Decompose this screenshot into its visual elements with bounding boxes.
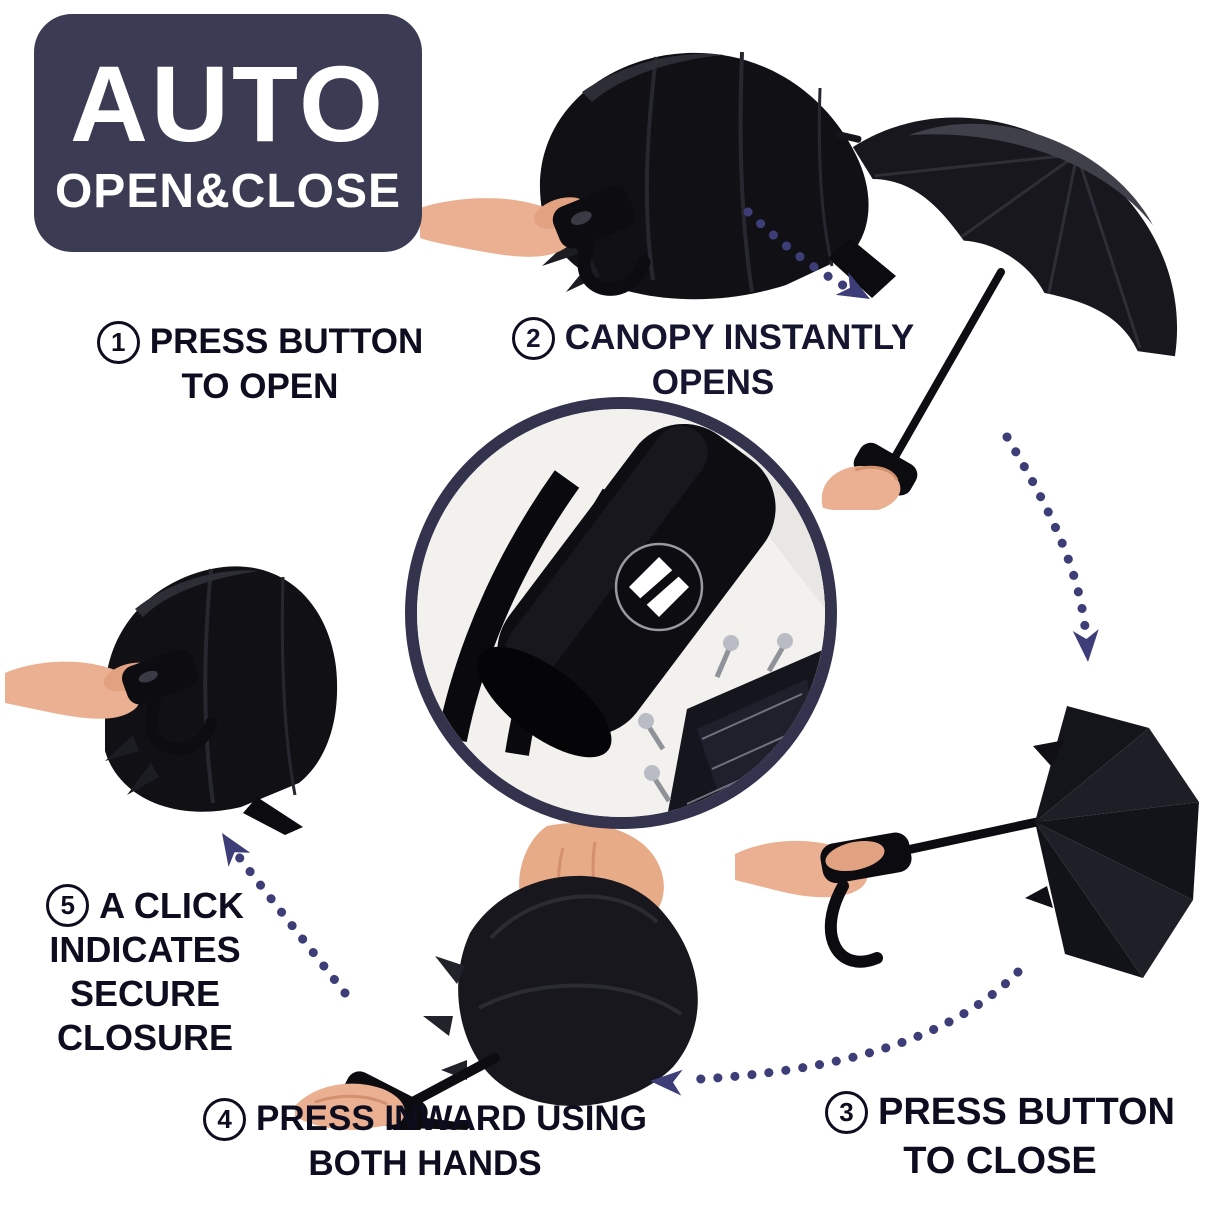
- badge-title: AUTO: [69, 43, 386, 164]
- step-2-label: 2 CANOPY INSTANTLY OPENS: [498, 316, 928, 406]
- step-1-label: 1 PRESS BUTTON TO OPEN: [55, 320, 465, 410]
- step-4-label: 4 PRESS INWARD USING BOTH HANDS: [180, 1097, 670, 1187]
- step-5-line-1: A CLICK: [99, 885, 244, 926]
- umbrella-shaft: [902, 817, 1042, 855]
- step-4-line-1: PRESS INWARD USING: [256, 1099, 647, 1138]
- step-5-number-badge: 5: [46, 884, 90, 928]
- step-3-number-badge: 3: [824, 1090, 868, 1134]
- photo-folded-umbrella-hand-top: [420, 0, 940, 300]
- step-3-line-1: PRESS BUTTON: [877, 1091, 1175, 1133]
- wrist-strap: [824, 880, 883, 968]
- step-4-number-badge: 4: [203, 1097, 247, 1141]
- step-5-line-4: CLOSURE: [56, 1016, 233, 1058]
- step-2-line-2: OPENS: [651, 362, 775, 402]
- photo-press-inward-two-hands: [295, 818, 727, 1137]
- umbrella-canopy: [1035, 706, 1149, 822]
- step-5-line-2: INDICATES: [49, 928, 241, 970]
- step-3-label: 3 PRESS BUTTON TO CLOSE: [795, 1088, 1205, 1185]
- umbrella-shaft: [402, 1053, 500, 1110]
- handle-closeup-illustration: [417, 409, 825, 817]
- step-2-number-badge: 2: [511, 316, 555, 360]
- umbrella-canopy: [852, 117, 1177, 357]
- photo-folded-umbrella-hand-left: [5, 505, 340, 835]
- wrist-strap: [145, 697, 217, 755]
- step-1-line-1: PRESS BUTTON: [149, 322, 424, 361]
- half-closed-umbrella-illustration: [295, 823, 698, 1137]
- step-1-number-badge: 1: [96, 320, 140, 364]
- open-close-button-icon: [629, 557, 689, 617]
- hand: [821, 465, 901, 514]
- step-1-line-2: TO OPEN: [181, 366, 339, 406]
- handle-button-closeup-circle: [405, 397, 837, 829]
- umbrella-canopy: [458, 875, 698, 1106]
- photo-open-umbrella: [815, 40, 1214, 514]
- wrist-strap: [437, 470, 580, 742]
- auto-open-close-badge: AUTO OPEN&CLOSE: [34, 14, 422, 252]
- open-umbrella-illustration: [821, 117, 1177, 514]
- inverted-umbrella-illustration: [735, 706, 1199, 978]
- hand-bottom: [295, 1083, 405, 1130]
- step-5-line-3: SECURE: [69, 972, 221, 1014]
- step-2-line-1: CANOPY INSTANTLY: [564, 318, 915, 357]
- umbrella-handle: [552, 186, 635, 249]
- step-4-line-2: BOTH HANDS: [308, 1143, 542, 1183]
- badge-subtitle: OPEN&CLOSE: [54, 165, 402, 218]
- wrist-strap: [577, 239, 651, 296]
- folded-umbrella-illustration: [5, 566, 338, 835]
- step-3-line-2: TO CLOSE: [903, 1139, 1097, 1182]
- umbrella-handle: [121, 648, 198, 705]
- umbrella-shaft: [887, 268, 1005, 468]
- hand: [420, 198, 573, 257]
- photo-inverted-umbrella-hand: [735, 636, 1214, 1036]
- step-5-label: 5 A CLICK INDICATES SECURE CLOSURE: [10, 884, 280, 1060]
- folded-umbrella-illustration: [420, 51, 896, 300]
